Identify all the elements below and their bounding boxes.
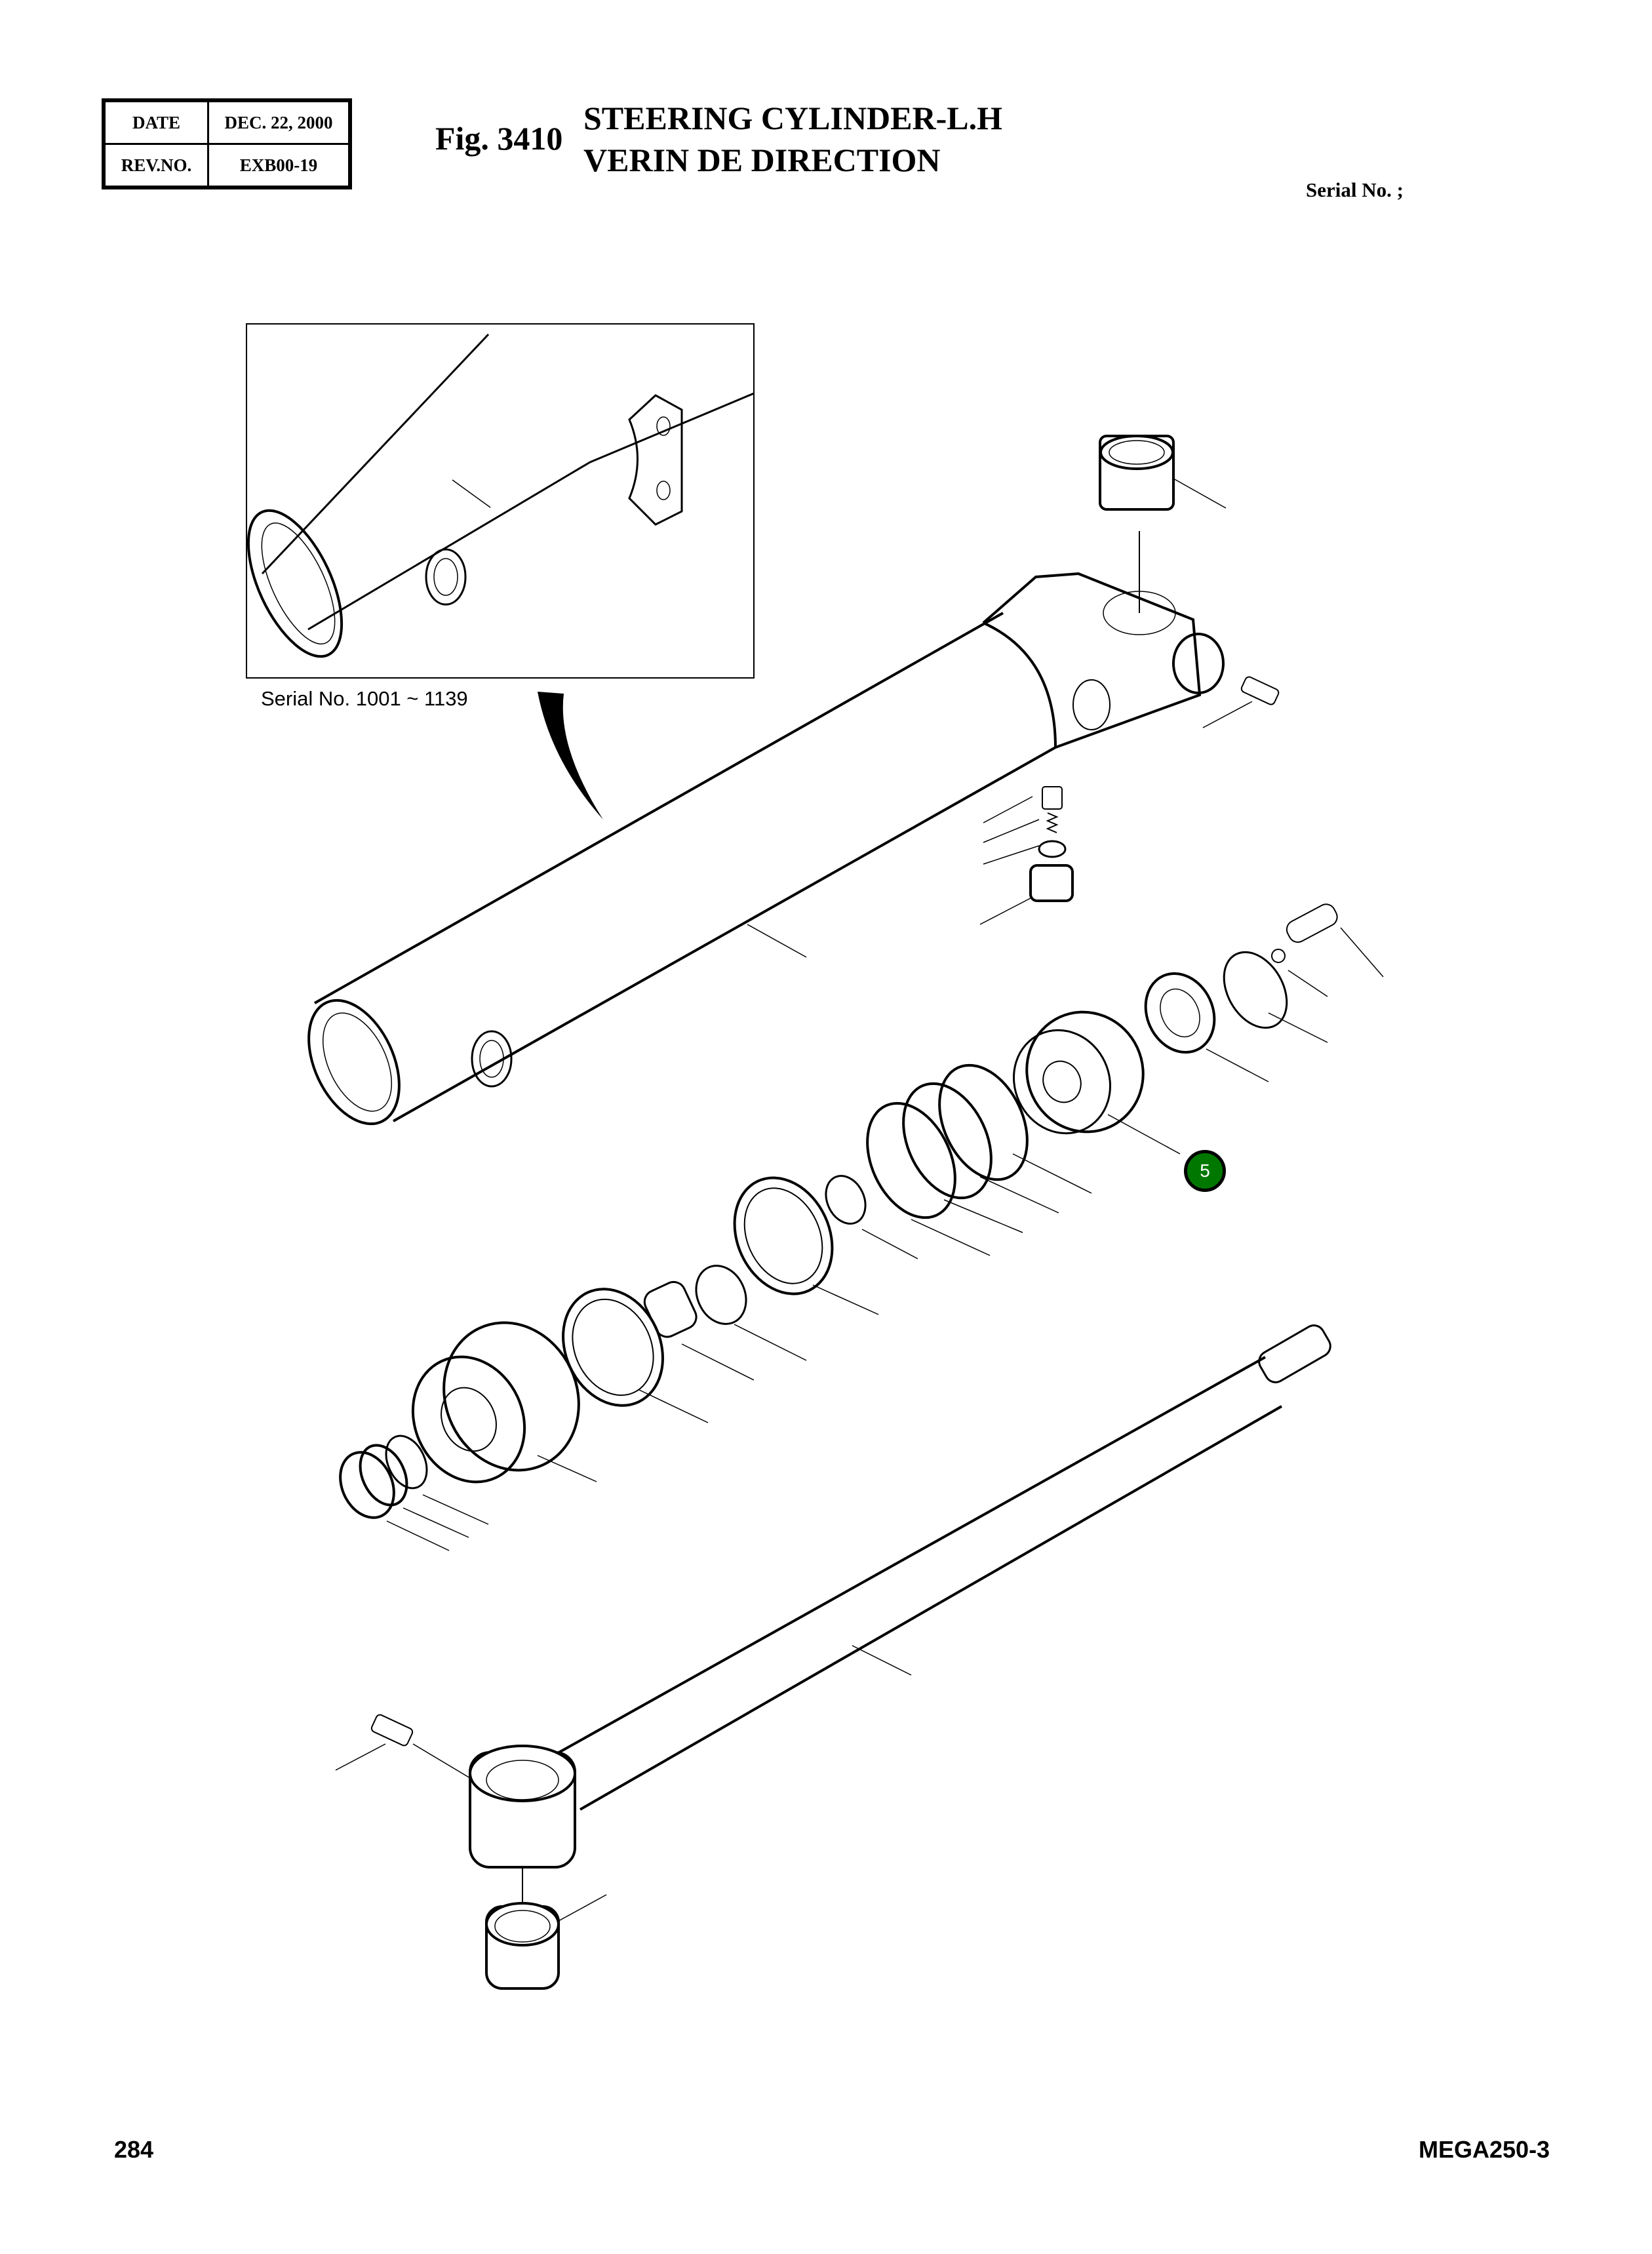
rod-end-eye — [469, 1745, 576, 1924]
callout-badge-5[interactable]: 5 — [1184, 1150, 1226, 1192]
cylinder-tube — [307, 572, 1225, 1126]
page-title: STEERING CYLINDER-L.H VERIN DE DIRECTION — [583, 97, 1002, 181]
date-value: DEC. 22, 2000 — [207, 99, 351, 145]
rev-value: EXB00-19 — [207, 143, 351, 189]
callout-number: 5 — [1200, 1160, 1210, 1181]
inset-serial-range: Serial No. 1001 ~ 1139 — [261, 687, 468, 710]
grease-nipple-rod — [335, 1714, 471, 1779]
rev-label: REV.NO. — [102, 143, 209, 189]
rod-cover — [411, 1321, 597, 1484]
grease-nipple-top — [1202, 676, 1280, 728]
revision-table: DATE DEC. 22, 2000 REV.NO. EXB00-19 — [102, 98, 352, 189]
retainer-ring — [562, 1288, 709, 1423]
check-valve-assembly — [979, 786, 1074, 925]
figure-number: Fig. 3410 — [435, 120, 563, 157]
rod-seals — [339, 1434, 489, 1551]
title-french: VERIN DE DIRECTION — [583, 142, 941, 178]
detail-arrow — [538, 692, 603, 820]
piston — [1013, 1010, 1181, 1155]
serial-number-label: Serial No. ; — [1306, 178, 1404, 201]
inset-detail — [246, 323, 755, 679]
pin-bushing-top — [1099, 435, 1227, 613]
date-label: DATE — [102, 99, 209, 145]
piston-retaining-parts — [1144, 903, 1384, 1082]
piston-rod — [550, 1324, 1331, 1811]
seal-rings — [643, 1063, 1092, 1381]
pin-bushing-rod — [485, 1894, 607, 1990]
page-number: 284 — [114, 2136, 154, 2163]
title-english: STEERING CYLINDER-L.H — [583, 100, 1003, 136]
model-name: MEGA250-3 — [1419, 2136, 1550, 2163]
